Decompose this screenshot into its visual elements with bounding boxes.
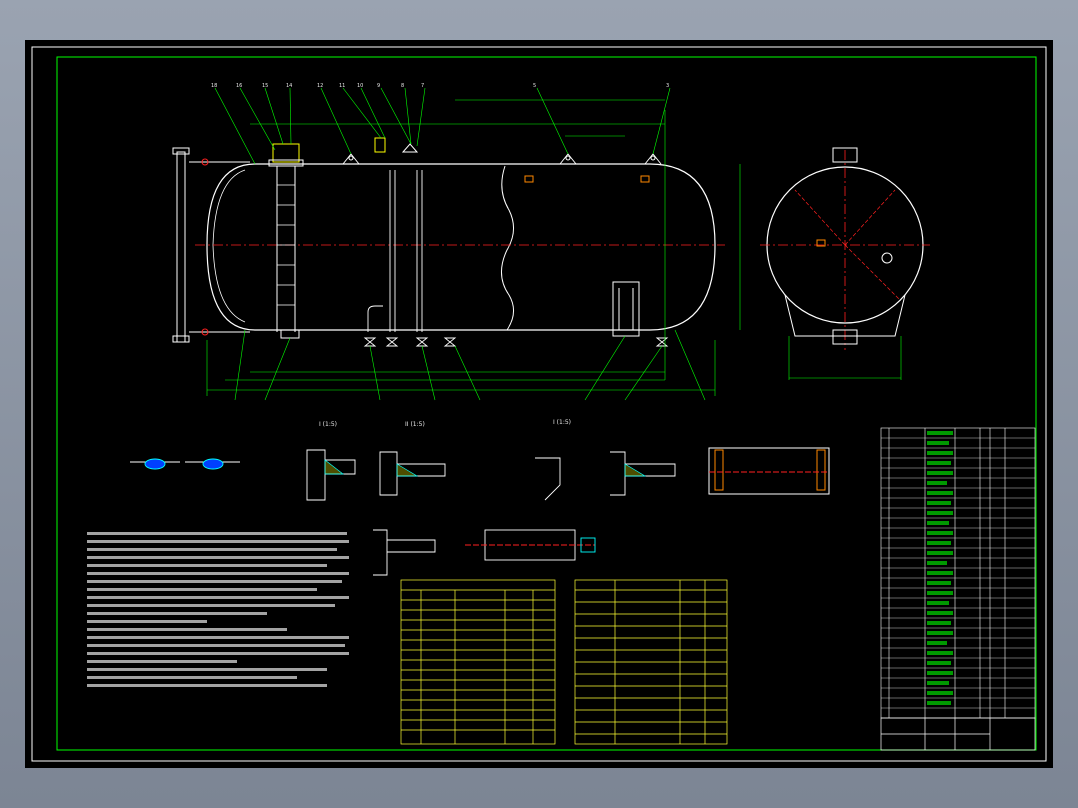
detail-label-section-3: I (1:5)	[553, 419, 572, 426]
technical-notes	[87, 532, 349, 687]
leader-lines-top	[214, 87, 671, 165]
design-data-table-2	[574, 579, 728, 745]
side-view	[739, 147, 930, 380]
parts-list	[880, 427, 1036, 719]
title-block	[880, 717, 1036, 751]
inner-border	[56, 56, 1037, 751]
sheet-border	[31, 46, 1047, 762]
svg-text:3: 3	[666, 83, 669, 89]
internal-pipes	[367, 170, 423, 332]
parts-rows	[881, 437, 1035, 709]
svg-text:12: 12	[317, 83, 323, 89]
pressure-vessel-icon	[195, 163, 725, 331]
svg-text:11: 11	[339, 83, 345, 89]
svg-text:16: 16	[236, 83, 242, 89]
nozzle-plate-detail	[465, 529, 596, 561]
svg-text:18: 18	[211, 83, 217, 89]
nozzle-icon	[342, 137, 662, 165]
svg-text:14: 14	[286, 83, 292, 89]
svg-text:5: 5	[533, 83, 536, 89]
design-data-table-1	[400, 579, 556, 745]
weld-details	[130, 458, 240, 470]
ladder-icon	[276, 166, 300, 339]
manhole-icon	[268, 143, 304, 167]
dimension-lines	[206, 99, 716, 396]
parts-cells	[927, 431, 953, 705]
svg-text:8: 8	[401, 83, 404, 89]
break-line	[501, 165, 514, 331]
svg-text:15: 15	[262, 83, 268, 89]
saddle-support-icon	[612, 281, 640, 337]
svg-text:7: 7	[421, 83, 424, 89]
drawing-canvas[interactable]: 18 16 15 14 12 11 10 9 8 7 5 3	[25, 40, 1053, 768]
svg-text:9: 9	[377, 83, 380, 89]
valve-icon	[363, 337, 669, 347]
detail-label-section-1: I (1:5)	[319, 421, 338, 428]
level-gauge-icon	[172, 147, 250, 343]
saddle-plate-detail	[708, 447, 830, 495]
engineering-drawing: 18 16 15 14 12 11 10 9 8 7 5 3	[31, 46, 1047, 762]
svg-text:10: 10	[357, 83, 363, 89]
vessel-shell	[206, 163, 716, 331]
section-details	[306, 449, 676, 576]
detail-label-section-2: II (1:5)	[405, 421, 425, 428]
